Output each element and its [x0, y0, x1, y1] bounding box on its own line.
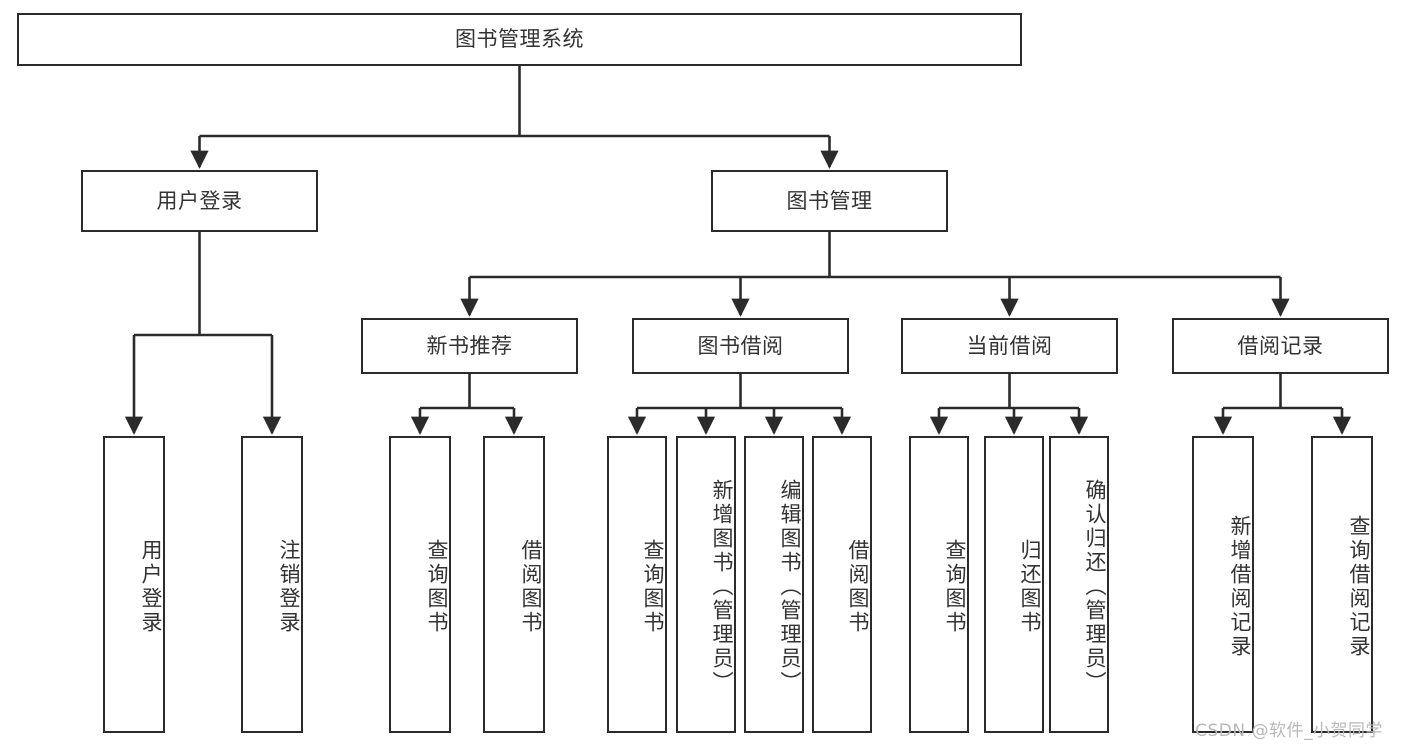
node-label: 新增借阅记录	[1228, 514, 1252, 659]
node-label: 图书管理	[786, 188, 873, 213]
node-leaf-logout[interactable]: 注销登录	[241, 436, 303, 733]
node-label: 查询图书	[943, 538, 967, 635]
node-leaf-query-book-bor[interactable]: 查询图书	[607, 436, 667, 733]
node-leaf-return-book[interactable]: 归还图书	[984, 436, 1044, 733]
node-label: 查询图书	[425, 538, 449, 635]
node-label: 图书借阅	[697, 333, 784, 358]
node-label: 查询图书	[641, 538, 665, 635]
node-book-borrow[interactable]: 图书借阅	[632, 318, 849, 374]
node-leaf-query-book-cur[interactable]: 查询图书	[909, 436, 969, 733]
node-label: 当前借阅	[966, 333, 1053, 358]
node-label: 确认归还（管理员）	[1083, 478, 1107, 695]
node-leaf-borrow-book[interactable]: 借阅图书	[812, 436, 872, 733]
node-label: 借阅记录	[1237, 333, 1324, 358]
node-book-manage[interactable]: 图书管理	[711, 170, 948, 232]
node-label: 图书管理系统	[455, 27, 584, 52]
node-label: 查询借阅记录	[1347, 514, 1371, 659]
node-leaf-edit-book[interactable]: 编辑图书（管理员）	[744, 436, 804, 733]
node-leaf-query-record[interactable]: 查询借阅记录	[1311, 436, 1373, 733]
node-user-login[interactable]: 用户登录	[81, 170, 318, 232]
node-label: 借阅图书	[846, 538, 870, 635]
node-leaf-borrow-book-rec[interactable]: 借阅图书	[483, 436, 545, 733]
node-label: 新增图书（管理员）	[710, 478, 734, 695]
node-leaf-confirm-return[interactable]: 确认归还（管理员）	[1049, 436, 1109, 733]
node-label: 注销登录	[277, 538, 301, 635]
node-borrow-record[interactable]: 借阅记录	[1172, 318, 1389, 374]
node-leaf-add-book[interactable]: 新增图书（管理员）	[676, 436, 736, 733]
node-leaf-query-book-rec[interactable]: 查询图书	[389, 436, 451, 733]
node-new-book-recommend[interactable]: 新书推荐	[361, 318, 578, 374]
node-label: 归还图书	[1018, 538, 1042, 635]
node-label: 编辑图书（管理员）	[778, 478, 802, 695]
node-label: 借阅图书	[519, 538, 543, 635]
node-leaf-add-record[interactable]: 新增借阅记录	[1192, 436, 1254, 733]
node-label: 新书推荐	[426, 333, 513, 358]
node-current-borrow[interactable]: 当前借阅	[901, 318, 1118, 374]
node-leaf-user-login[interactable]: 用户登录	[103, 436, 165, 733]
node-root[interactable]: 图书管理系统	[17, 13, 1022, 66]
node-label: 用户登录	[156, 188, 243, 213]
node-label: 用户登录	[139, 538, 163, 635]
